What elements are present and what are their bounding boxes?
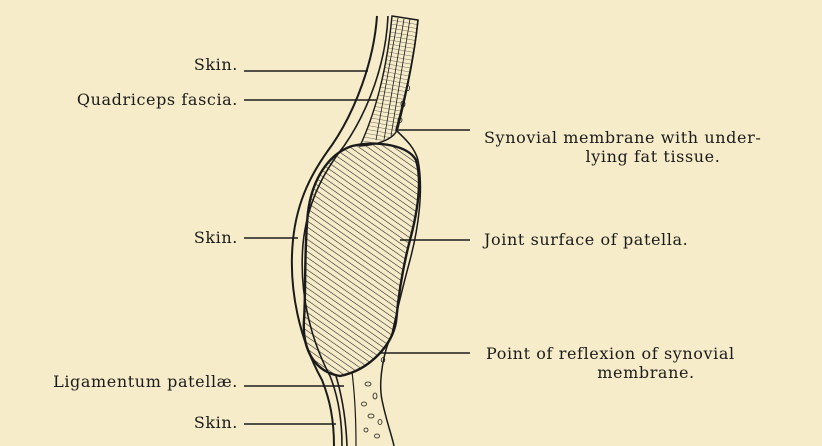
label-joint-surface: Joint surface of patella. <box>484 230 688 249</box>
patella-bone <box>304 144 419 376</box>
label-reflexion: Point of reflexion of synovial membrane. <box>486 344 806 382</box>
label-synovial-membrane: Synovial membrane with under- lying fat … <box>484 128 814 166</box>
label-skin-middle: Skin. <box>194 228 238 247</box>
label-skin-top: Skin. <box>194 55 238 74</box>
label-reflexion-line2: membrane. <box>486 363 806 382</box>
label-quadriceps-fascia: Quadriceps fascia. <box>77 90 238 109</box>
label-synovial-membrane-line2: lying fat tissue. <box>484 147 814 166</box>
label-skin-bottom: Skin. <box>194 413 238 432</box>
label-ligamentum-patellae: Ligamentum patellæ. <box>53 372 238 391</box>
label-reflexion-line1: Point of reflexion of synovial <box>486 344 806 363</box>
quadriceps-tendon <box>360 16 418 146</box>
label-synovial-membrane-line1: Synovial membrane with under- <box>484 128 814 147</box>
